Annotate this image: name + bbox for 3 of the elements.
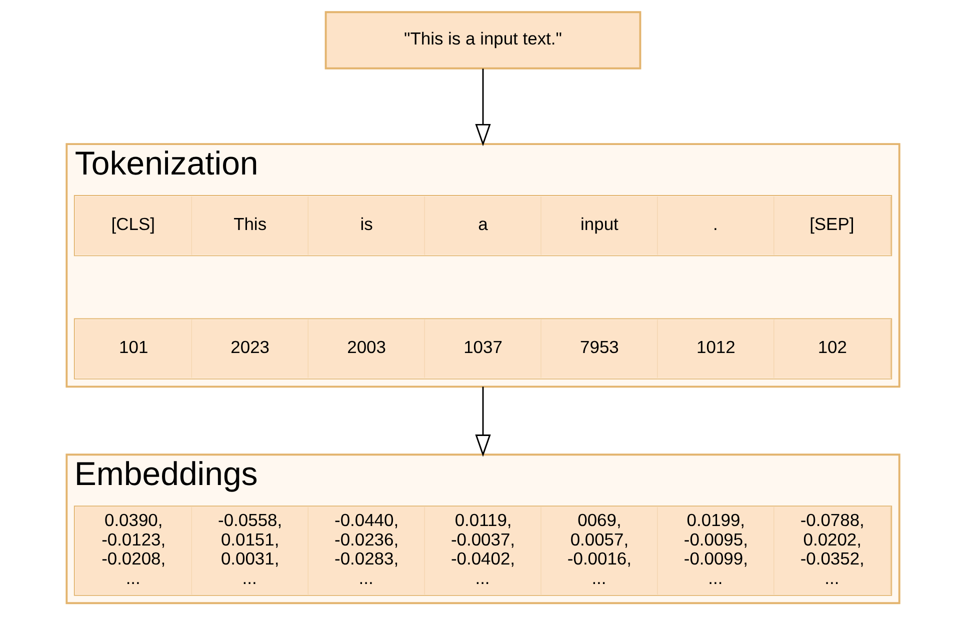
node-box: "This is a input text." [324, 11, 641, 70]
arrow [474, 386, 490, 457]
arrow [474, 68, 490, 146]
